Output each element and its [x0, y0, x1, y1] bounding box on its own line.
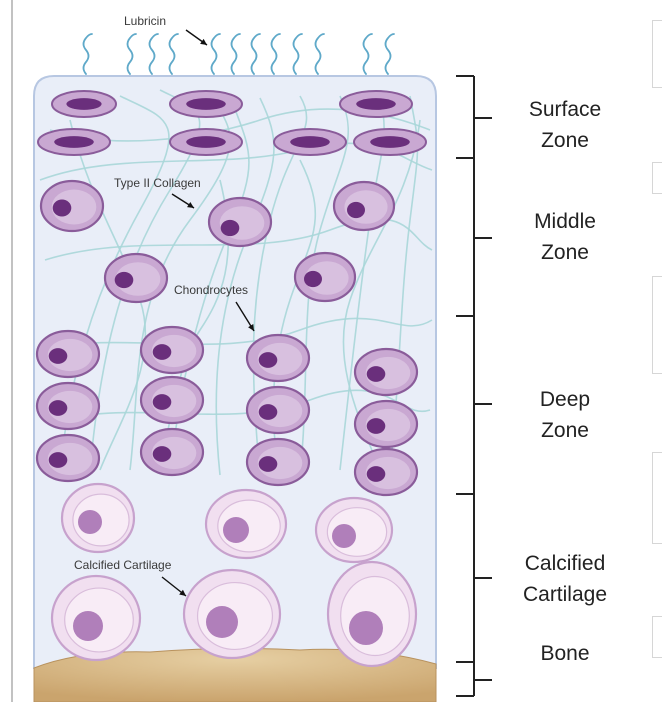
cell-nucleus — [370, 136, 410, 148]
cell-nucleus — [186, 136, 226, 148]
cell-nucleus — [78, 510, 102, 534]
lubricin-strand — [84, 34, 93, 74]
bone-zone-label: Bone — [500, 638, 630, 669]
cell-nucleus — [367, 466, 386, 482]
cell-nucleus — [221, 220, 240, 236]
cell-nucleus — [53, 200, 72, 217]
cell-nucleus — [290, 136, 330, 148]
cell-nucleus — [115, 272, 134, 288]
cell-nucleus — [349, 611, 383, 645]
lubricin-strand — [212, 34, 221, 74]
cropped-box — [652, 276, 662, 374]
cell-nucleus — [186, 98, 226, 110]
cell-nucleus — [66, 98, 101, 110]
lubricin-strand — [150, 34, 159, 74]
lubricin-label: Lubricin — [124, 14, 166, 28]
lubricin-strand — [272, 34, 281, 74]
cell-nucleus — [153, 344, 172, 360]
cell-nucleus — [347, 202, 365, 218]
cropped-box — [652, 20, 662, 88]
cropped-box — [652, 162, 662, 194]
lubricin-strand — [386, 34, 395, 74]
cropped-box — [652, 452, 662, 544]
cell-nucleus — [367, 418, 386, 434]
cell-nucleus — [49, 348, 68, 364]
lubricin-strand — [252, 34, 261, 74]
cell-nucleus — [206, 606, 238, 638]
lubricin-strand — [170, 34, 179, 74]
lubricin-strand — [364, 34, 373, 74]
lubricin-strand — [128, 34, 137, 74]
collagen-label: Type II Collagen — [114, 176, 201, 190]
lubricin-strand — [316, 34, 325, 74]
cell-nucleus — [367, 366, 386, 382]
cell-nucleus — [153, 394, 172, 410]
cell-nucleus — [54, 136, 94, 148]
cell-nucleus — [332, 524, 356, 548]
lubricin-strand — [294, 34, 303, 74]
cell-nucleus — [304, 271, 322, 287]
cropped-box — [652, 616, 662, 658]
chondrocytes-label: Chondrocytes — [174, 283, 248, 297]
cell-nucleus — [73, 611, 103, 641]
lubricin-strand — [232, 34, 241, 74]
cell-nucleus — [223, 517, 249, 543]
cell-nucleus — [259, 456, 278, 472]
cell-nucleus — [259, 404, 278, 420]
cell-nucleus — [153, 446, 172, 462]
calcified-cartilage-label: Calcified Cartilage — [74, 558, 171, 572]
lubricin-arrow-head — [200, 39, 207, 45]
cell-nucleus — [356, 98, 396, 110]
cell-nucleus — [259, 352, 278, 368]
cell-nucleus — [49, 400, 68, 416]
cell-nucleus — [49, 452, 68, 468]
